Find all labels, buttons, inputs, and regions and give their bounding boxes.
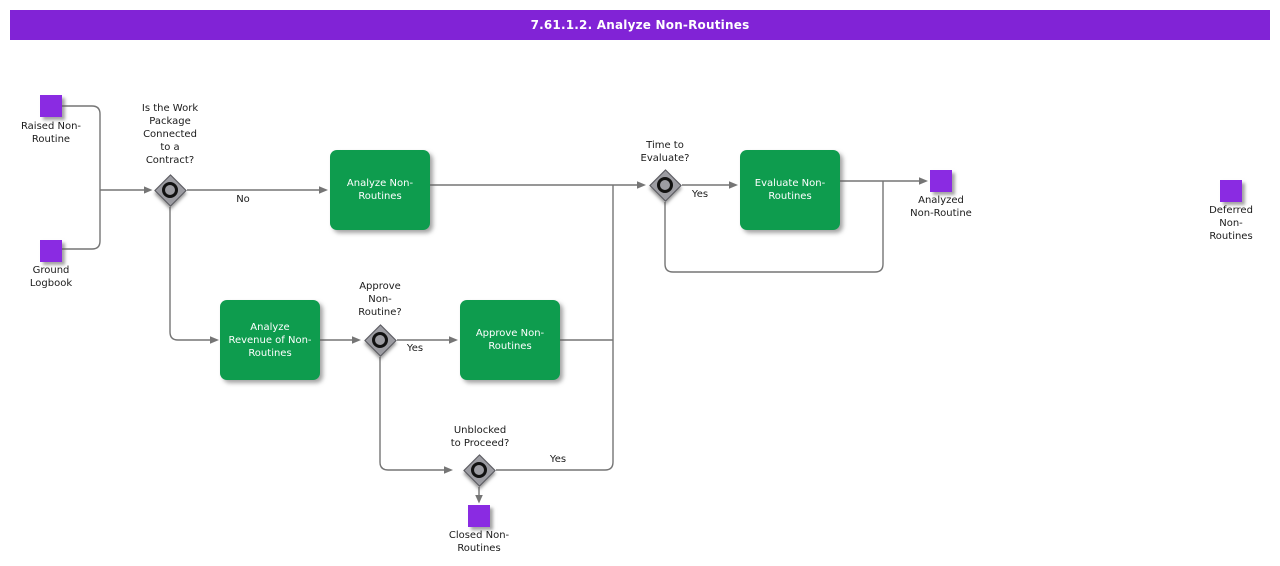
- arrowhead: [319, 186, 328, 194]
- connector-raised-to-merge: [62, 105, 101, 190]
- edge-label-yes-approve: Yes: [406, 343, 424, 354]
- connector-contract-gateway-to-revenue: [169, 207, 210, 341]
- edge-label-no: No: [236, 194, 250, 205]
- event-label-raised-non-routine: Raised Non- Routine: [20, 121, 82, 145]
- arrowhead: [352, 336, 361, 344]
- edge-label-yes-evaluate: Yes: [691, 189, 709, 200]
- arrowhead: [637, 181, 646, 189]
- event-label-deferred-non-routines: Deferred Non- Routines: [1209, 205, 1253, 242]
- event-ground-logbook: [40, 240, 62, 262]
- arrowhead: [144, 186, 153, 194]
- arrowhead: [449, 336, 458, 344]
- circle-icon: [657, 177, 673, 193]
- question-contract: Is the Work Package Connected to a Contr…: [141, 103, 199, 166]
- task-evaluate-non-routines: Evaluate Non- Routines: [740, 150, 840, 230]
- arrowhead: [729, 181, 738, 189]
- circle-icon: [372, 332, 388, 348]
- connector-ground-to-merge: [62, 190, 101, 250]
- question-unblocked: Unblocked to Proceed?: [450, 425, 510, 449]
- decision-time-to-evaluate-gateway: [648, 168, 682, 202]
- arrowhead: [919, 177, 928, 185]
- event-label-closed-non-routines: Closed Non- Routines: [448, 530, 510, 554]
- event-label-ground-logbook: Ground Logbook: [29, 265, 73, 289]
- diagram-title: 7.61.1.2. Analyze Non-Routines: [530, 18, 750, 32]
- event-deferred-non-routines: [1220, 180, 1242, 202]
- connector-approve-gateway-to-unblocked-gateway: [379, 357, 444, 471]
- question-approve: Approve Non- Routine?: [358, 281, 402, 318]
- circle-icon: [471, 462, 487, 478]
- diagram-title-bar: 7.61.1.2. Analyze Non-Routines: [10, 10, 1270, 40]
- event-label-analyzed-non-routine: Analyzed Non-Routine: [910, 195, 972, 219]
- task-analyze-non-routines: Analyze Non- Routines: [330, 150, 430, 230]
- connector-unblocked-yes-to-time-gateway: [496, 185, 614, 471]
- task-approve-non-routines: Approve Non- Routines: [460, 300, 560, 380]
- arrowhead: [210, 336, 219, 344]
- event-raised-non-routine: [40, 95, 62, 117]
- question-time-to-evaluate: Time to Evaluate?: [640, 140, 690, 164]
- task-analyze-revenue-of-non-routines: Analyze Revenue of Non- Routines: [220, 300, 320, 380]
- circle-icon: [162, 182, 178, 198]
- arrowhead: [475, 495, 483, 504]
- decision-contract-gateway: [153, 173, 187, 207]
- event-analyzed-non-routine: [930, 170, 952, 192]
- connector-time-gateway-bypass-loop: [664, 181, 884, 273]
- event-closed-non-routines: [468, 505, 490, 527]
- edge-label-yes-unblocked: Yes: [549, 454, 567, 465]
- decision-approve-gateway: [363, 323, 397, 357]
- arrowhead: [444, 466, 453, 474]
- decision-unblocked-gateway: [462, 453, 496, 487]
